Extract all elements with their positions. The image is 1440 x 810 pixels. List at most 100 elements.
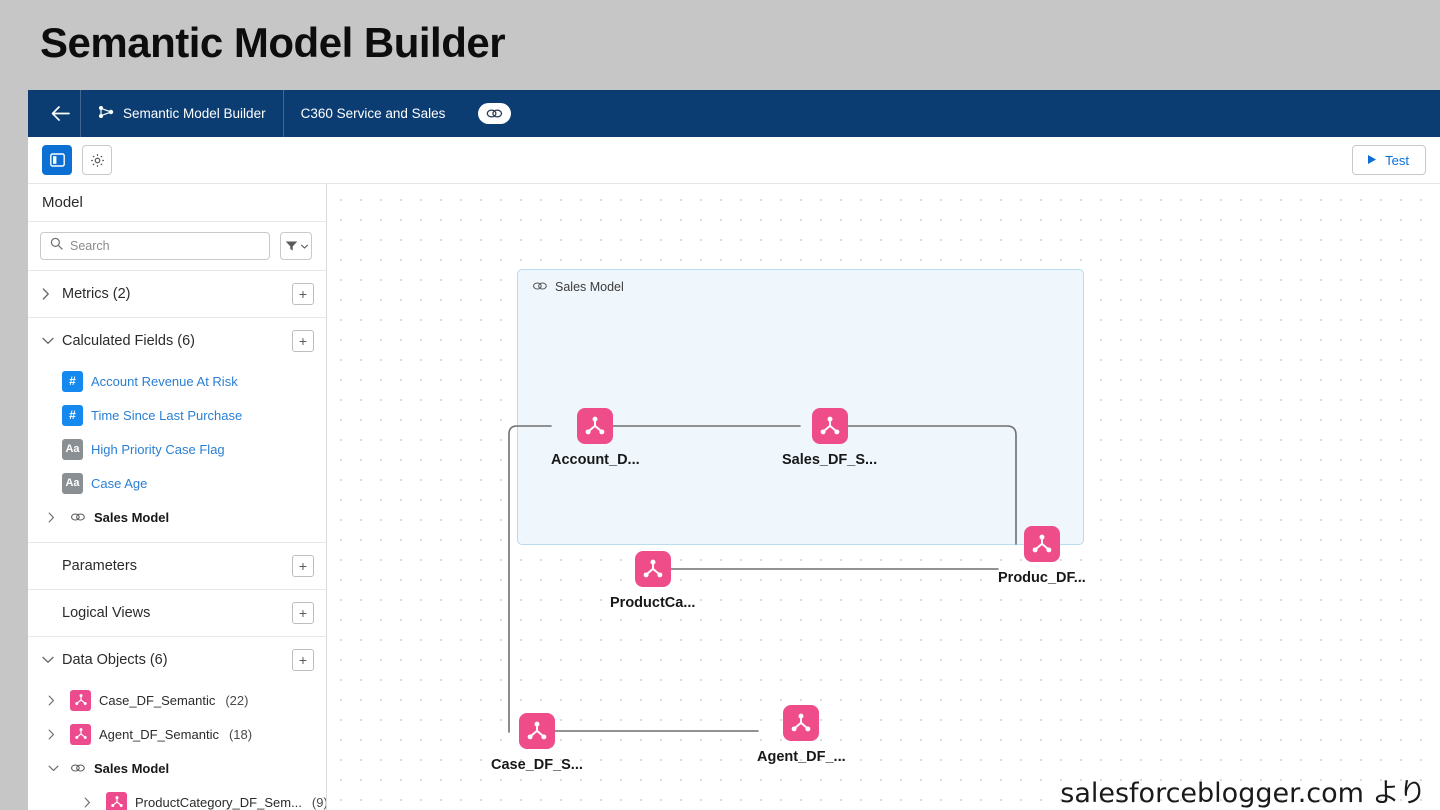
search-field[interactable]: [40, 232, 270, 260]
search-icon: [50, 237, 63, 255]
data-object-icon: [634, 551, 671, 587]
chevron-down-icon[interactable]: [48, 765, 62, 772]
chain-link-icon[interactable]: [478, 103, 512, 124]
chevron-down-icon: [300, 244, 308, 249]
list-item-label: ProductCategory_DF_Sem...: [135, 794, 302, 810]
data-object-icon: [1023, 526, 1060, 562]
settings-button[interactable]: [82, 145, 112, 175]
chevron-right-icon[interactable]: [48, 695, 62, 706]
sidebar-section-header-data-objects[interactable]: Data Objects (6) +: [28, 637, 326, 683]
nav-divider: [80, 90, 81, 137]
canvas-node-label: Case_DF_S...: [491, 757, 583, 773]
canvas-node-agent[interactable]: Agent_DF_...: [757, 705, 846, 765]
sidebar-section-title-parameters: Parameters: [62, 558, 137, 574]
watermark: salesforceblogger.com より: [1060, 778, 1426, 809]
list-item-label: Time Since Last Purchase: [91, 407, 243, 423]
sidebar-section-metrics: Metrics (2) +: [28, 271, 326, 318]
search-input[interactable]: [70, 239, 260, 253]
chevron-down-icon: [42, 656, 60, 664]
global-nav: Semantic Model Builder C360 Service and …: [28, 90, 1440, 137]
sidebar-section-header-parameters[interactable]: Parameters +: [28, 543, 326, 589]
canvas-node-productcategory[interactable]: ProductCa...: [610, 551, 695, 611]
add-logical-view-button[interactable]: +: [292, 602, 314, 624]
sidebar-section-header-calculated-fields[interactable]: Calculated Fields (6) +: [28, 318, 326, 364]
test-button[interactable]: Test: [1352, 145, 1426, 175]
canvas-node-label: Produc_DF...: [998, 570, 1086, 586]
number-field-icon: #: [62, 370, 83, 392]
data-objects-list: Case_DF_Semantic (22): [28, 683, 326, 810]
list-item-case-age[interactable]: Aa Case Age: [28, 466, 326, 500]
filter-button[interactable]: [280, 232, 312, 260]
canvas-node-case[interactable]: Case_DF_S...: [491, 713, 583, 773]
list-item-agent-df-semantic[interactable]: Agent_DF_Semantic (18): [28, 717, 326, 751]
list-item-high-priority-case-flag[interactable]: Aa High Priority Case Flag: [28, 432, 326, 466]
canvas-node-label: Agent_DF_...: [757, 749, 846, 765]
sidebar-header: Model: [28, 184, 326, 222]
sidebar-section-title-data-objects: Data Objects (6): [62, 652, 168, 668]
page-title: Semantic Model Builder: [40, 19, 506, 66]
nav-app-label: Semantic Model Builder: [123, 106, 266, 121]
text-field-icon: Aa: [62, 438, 83, 460]
sidebar-section-title-logical-views: Logical Views: [62, 605, 151, 621]
semantic-model-icon: [98, 105, 114, 122]
chain-link-icon: [70, 763, 86, 773]
list-item-count: (18): [228, 726, 253, 742]
canvas-node-label: Account_D...: [551, 452, 640, 468]
sidebar-section-header-metrics[interactable]: Metrics (2) +: [28, 271, 326, 317]
list-item-productcategory-df-semantic[interactable]: ProductCategory_DF_Sem... (9): [28, 785, 326, 810]
toolbar: Test: [28, 137, 1440, 184]
add-metric-button[interactable]: +: [292, 283, 314, 305]
calculated-fields-list: # Account Revenue At Risk # Time Since L…: [28, 364, 326, 542]
canvas-node-product[interactable]: Produc_DF...: [998, 526, 1086, 586]
canvas-node-account[interactable]: Account_D...: [551, 408, 640, 468]
add-data-object-button[interactable]: +: [292, 649, 314, 671]
test-button-label: Test: [1385, 152, 1409, 168]
nav-app-name[interactable]: Semantic Model Builder: [81, 90, 283, 137]
model-canvas[interactable]: Sales Model: [327, 184, 1440, 810]
sidebar-section-parameters: Parameters +: [28, 543, 326, 590]
sidebar-search-row: [28, 222, 326, 271]
sales-model-group-title: Sales Model: [532, 280, 624, 294]
nav-divider-2: [282, 90, 284, 137]
data-object-icon: [577, 408, 614, 444]
app-window: Semantic Model Builder C360 Service and …: [28, 90, 1440, 810]
add-calculated-field-button[interactable]: +: [292, 330, 314, 352]
canvas-node-label: ProductCa...: [610, 595, 696, 611]
list-item-label: Case Age: [91, 475, 148, 491]
list-item-label: Sales Model: [94, 760, 170, 776]
list-item-time-since-last-purchase[interactable]: # Time Since Last Purchase: [28, 398, 326, 432]
sidebar-section-calculated-fields: Calculated Fields (6) + # Account Revenu…: [28, 318, 326, 543]
canvas-node-sales[interactable]: Sales_DF_S...: [782, 408, 877, 468]
list-item-account-revenue-at-risk[interactable]: # Account Revenue At Risk: [28, 364, 326, 398]
chevron-right-icon: [42, 288, 60, 300]
sales-model-group-label: Sales Model: [555, 280, 624, 294]
list-item-count: (9): [311, 794, 327, 810]
play-icon: [1367, 153, 1377, 168]
add-parameter-button[interactable]: +: [292, 555, 314, 577]
sidebar: Model: [28, 184, 327, 810]
list-item-label: Account Revenue At Risk: [91, 373, 238, 389]
list-item-label: Case_DF_Semantic: [99, 692, 216, 708]
data-object-icon: [106, 791, 127, 810]
list-item-case-df-semantic[interactable]: Case_DF_Semantic (22): [28, 683, 326, 717]
sidebar-section-data-objects: Data Objects (6) +: [28, 637, 326, 810]
panel-toggle-button[interactable]: [42, 145, 72, 175]
sidebar-section-title-calculated-fields: Calculated Fields (6): [62, 333, 195, 349]
chevron-down-icon: [42, 337, 60, 345]
sales-model-group-box[interactable]: Sales Model: [517, 269, 1084, 545]
sidebar-section-header-logical-views[interactable]: Logical Views +: [28, 590, 326, 636]
list-item-label: Agent_DF_Semantic: [99, 726, 219, 742]
number-field-icon: #: [62, 404, 83, 426]
chevron-right-icon[interactable]: [48, 729, 62, 740]
canvas-node-label: Sales_DF_S...: [782, 452, 878, 468]
nav-workspace[interactable]: C360 Service and Sales: [284, 90, 463, 137]
list-item-sales-model-group[interactable]: Sales Model: [28, 751, 326, 785]
list-item-count: (22): [225, 692, 249, 708]
list-item-sales-model-calculated[interactable]: Sales Model: [28, 500, 326, 534]
chain-link-icon: [70, 512, 86, 522]
chevron-right-icon[interactable]: [84, 797, 98, 808]
arrow-left-icon[interactable]: [40, 94, 80, 134]
chevron-right-icon[interactable]: [48, 512, 62, 523]
chain-link-icon: [532, 280, 548, 294]
data-object-icon: [783, 705, 820, 741]
